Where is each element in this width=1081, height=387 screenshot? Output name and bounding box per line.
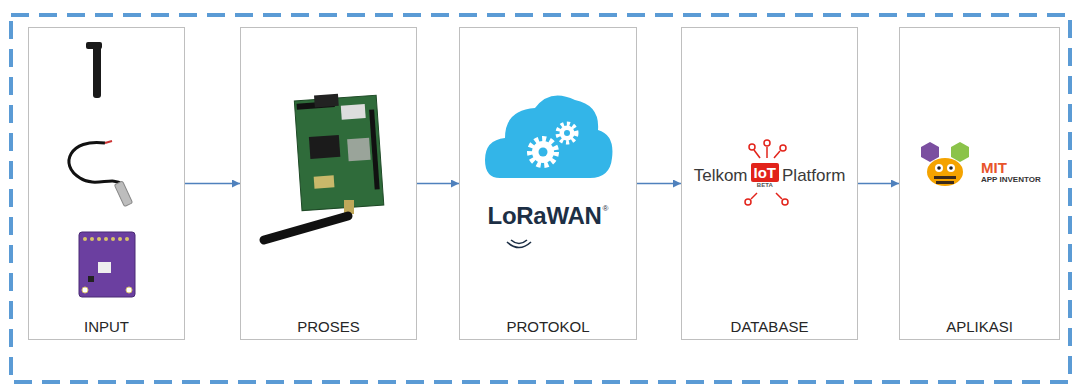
node-text: INPUT <box>84 318 129 335</box>
node-text: APP INVENTOR <box>981 175 1041 184</box>
node-text: MIT <box>981 160 1007 175</box>
stage-box: LoRaWAN® PROTOKOL <box>459 27 637 340</box>
text-group: APLIKASI <box>900 318 1059 335</box>
node-text: Telkom <box>694 166 748 186</box>
stage-box: TelkomIoTBETAPlatformDATABASE <box>681 27 858 340</box>
antenna-sensor <box>86 42 102 98</box>
node-text: ® <box>603 204 609 213</box>
stage-box: MITAPP INVENTOR APLIKASI <box>899 27 1060 340</box>
bee-logo <box>921 142 969 186</box>
stage-box: INPUT <box>28 27 185 340</box>
node-text: Platform <box>782 166 845 186</box>
text-group: PROSES <box>241 318 416 335</box>
flow-arrow <box>637 183 681 185</box>
text-group: MITAPP INVENTOR <box>981 160 1041 184</box>
node-text: APLIKASI <box>946 318 1013 335</box>
network-icon <box>745 140 788 205</box>
node-text: PROTOKOL <box>506 318 589 335</box>
text-group: TelkomIoTBETAPlatform <box>682 163 857 189</box>
text-group: LoRaWAN® <box>460 202 636 230</box>
text-group: DATABASE <box>682 318 857 335</box>
flow-arrow <box>858 183 899 185</box>
microcontroller-board <box>264 91 384 240</box>
text-group: PROTOKOL <box>460 318 636 335</box>
text-group: IoTBETA <box>751 163 780 189</box>
flow-arrow <box>185 183 240 185</box>
node-text: PROSES <box>297 318 360 335</box>
node-text: DATABASE <box>731 318 809 335</box>
dashed-frame <box>11 15 1070 382</box>
stage-box: PROSES <box>240 27 417 340</box>
signal-arcs <box>507 240 531 248</box>
flow-arrow <box>417 183 459 185</box>
node-text: IoT <box>751 163 780 182</box>
node-text: LoRaWAN <box>488 202 602 230</box>
node-text: BETA <box>757 182 773 189</box>
text-group: INPUT <box>29 318 184 335</box>
temperature-probe <box>69 141 133 207</box>
cloud-icon <box>485 96 612 179</box>
sensor-board <box>79 232 135 297</box>
